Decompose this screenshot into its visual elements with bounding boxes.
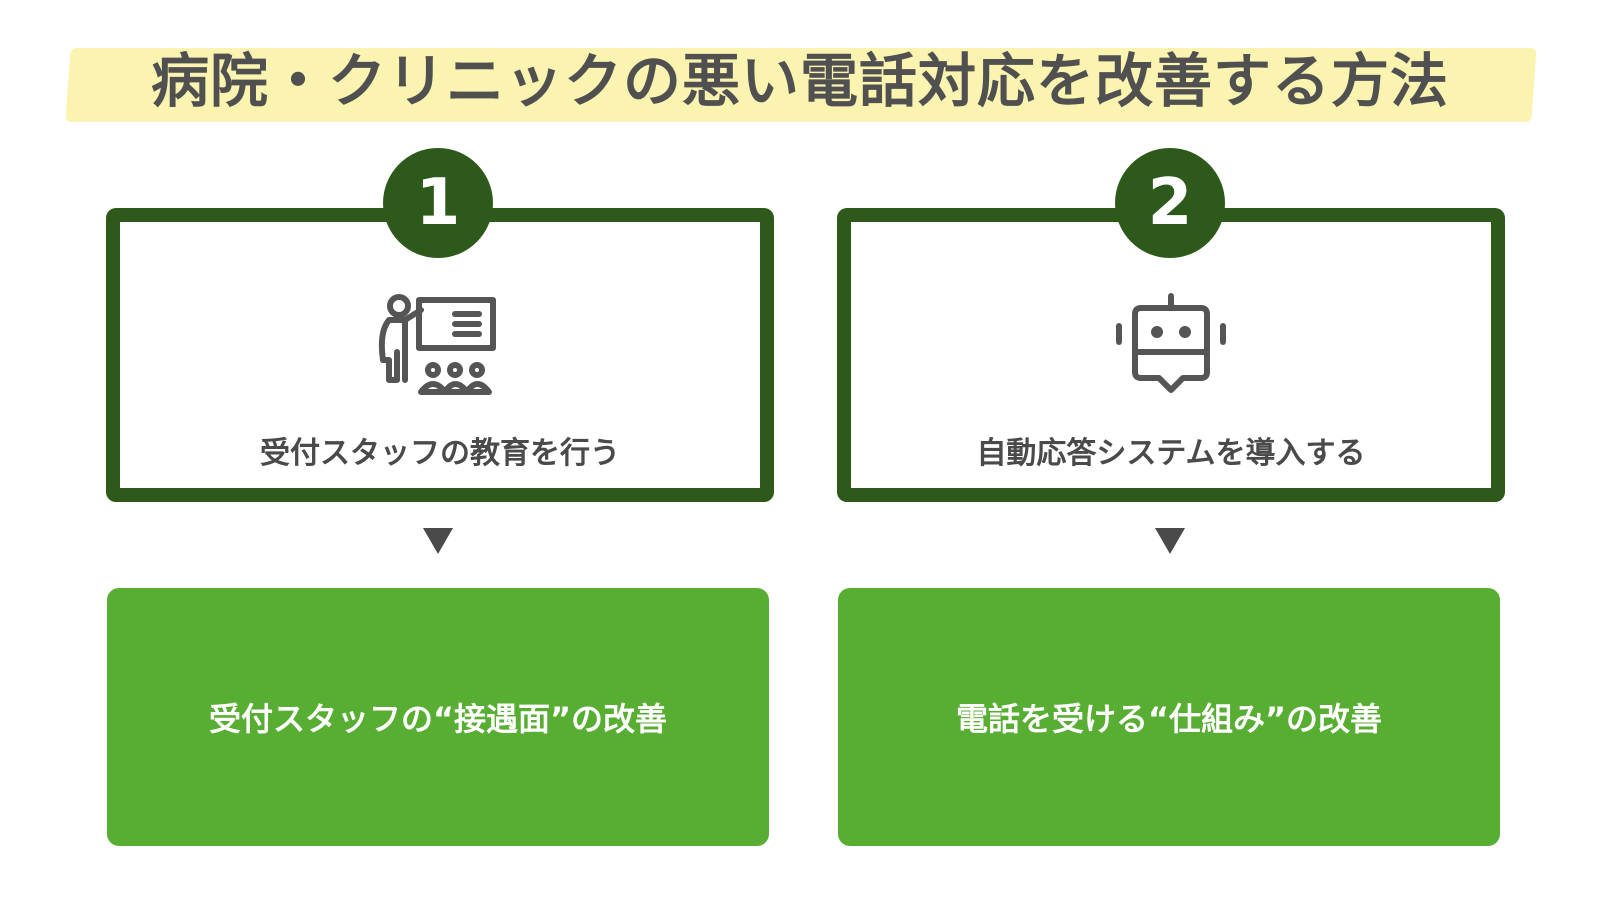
page-title: 病院・クリニックの悪い電話対応を改善する方法 — [150, 47, 1449, 115]
step-2-result: 電話を受ける“仕組み”の改善 — [838, 588, 1500, 846]
step-2-label: 自動応答システムを導入する — [976, 436, 1366, 471]
step-2-number-badge: 2 — [1115, 148, 1225, 258]
step-1-number-badge: 1 — [383, 148, 493, 258]
down-arrow-icon — [423, 528, 453, 554]
teacher-presentation-icon — [378, 294, 496, 395]
robot-chat-icon — [1116, 293, 1226, 393]
step-1-label: 受付スタッフの教育を行う — [260, 436, 620, 471]
down-arrow-icon — [1155, 528, 1185, 554]
step-1-result: 受付スタッフの“接遇面”の改善 — [107, 588, 769, 846]
